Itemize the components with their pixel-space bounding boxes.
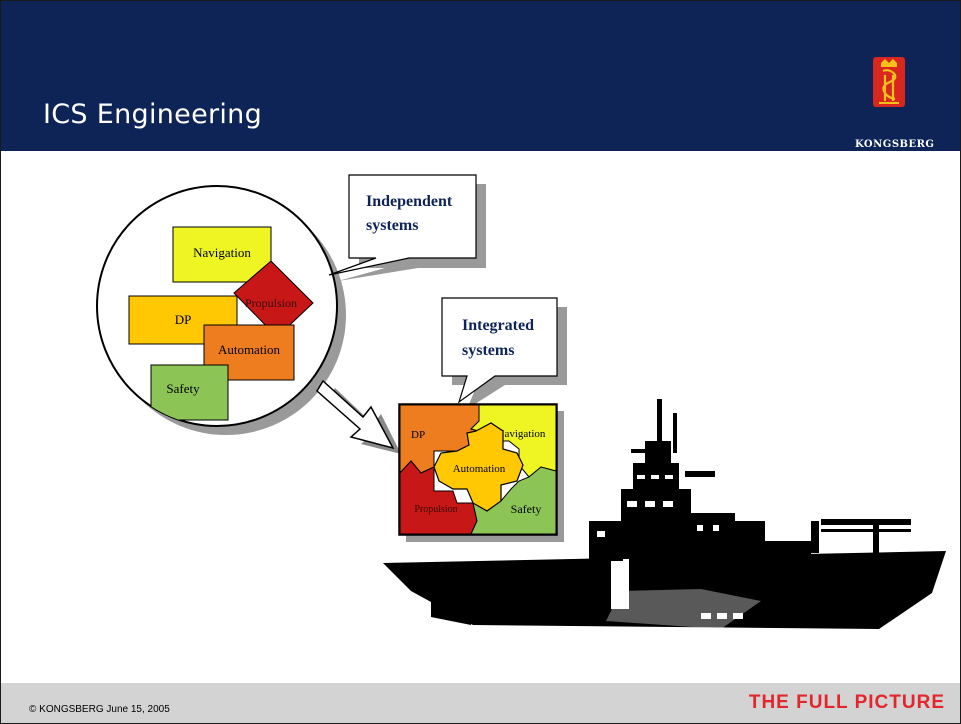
logo-text: KONGSBERG: [855, 139, 935, 150]
puzzle-piece-dp-label: DP: [411, 429, 425, 441]
dp-block-label: DP: [175, 312, 192, 327]
navigation-block-label: Navigation: [193, 245, 251, 260]
integrated-systems-label: Integrated systems: [462, 317, 538, 359]
navigation-block: Navigation: [172, 226, 272, 283]
slide-title: ICS Engineering: [43, 99, 263, 130]
puzzle-piece-navigation: Navigation: [470, 404, 557, 478]
puzzle-piece-automation: Automation: [433, 422, 524, 512]
integrated-systems-callout: Integrated systems: [441, 297, 567, 409]
propulsion-block-label: Propulsion: [245, 296, 297, 310]
puzzle-piece-navigation-label: Navigation: [497, 428, 546, 440]
slide-footer: © KONGSBERG June 15, 2005 THE FULL PICTU…: [1, 683, 960, 723]
ship-silhouette-icon: [383, 399, 946, 629]
puzzle-piece-safety-label: Safety: [511, 502, 542, 516]
kongsberg-logo: KONGSBERG: [855, 57, 945, 150]
puzzle-piece-automation-label: Automation: [453, 463, 506, 475]
automation-block-label: Automation: [218, 342, 281, 357]
propulsion-block: Propulsion: [233, 260, 314, 338]
independent-systems-label: Independent systems: [366, 193, 456, 234]
puzzle-piece-propulsion-label: Propulsion: [414, 504, 457, 515]
slide-header: ICS Engineering KONGSBERG: [1, 1, 960, 151]
independent-systems-callout: Independent systems: [328, 174, 486, 281]
safety-block: Safety: [150, 364, 229, 421]
safety-block-label: Safety: [166, 381, 200, 396]
puzzle-piece-safety: Safety: [470, 466, 557, 535]
integration-arrow-icon: [316, 379, 401, 454]
puzzle-piece-propulsion: Propulsion: [399, 460, 478, 535]
logo-crest-icon: [873, 57, 905, 107]
footer-copyright: © KONGSBERG June 15, 2005: [29, 704, 170, 715]
dp-block: DP: [128, 295, 238, 345]
ics-diagram: Navigation Propulsion DP Automation Safe…: [1, 152, 960, 683]
footer-tagline: THE FULL PICTURE: [748, 692, 945, 713]
integrated-systems-panel: DP Navigation Propulsion Safety Automati…: [398, 403, 564, 542]
